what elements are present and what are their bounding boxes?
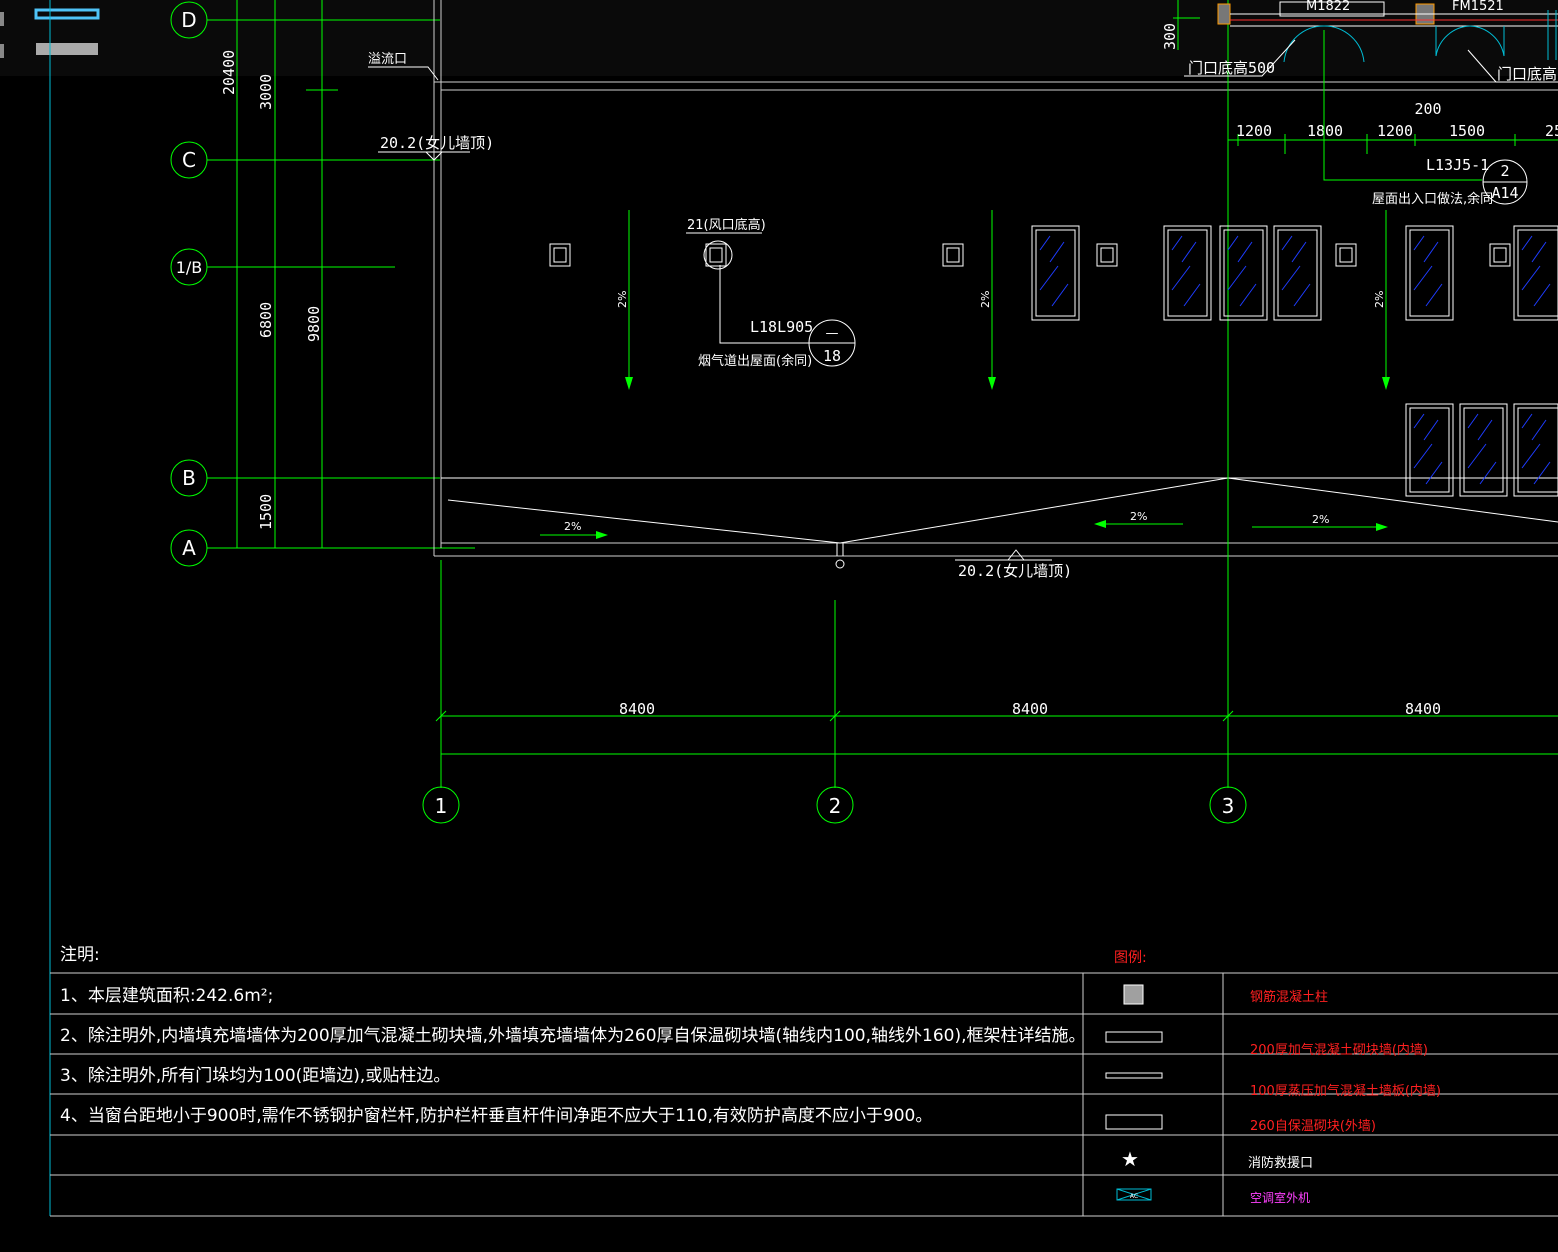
legend-item-rc-column: 钢筋混凝土柱 — [1250, 989, 1328, 1005]
slope-label-5: 2% — [1130, 510, 1147, 523]
layer-swatch-gray-icon[interactable] — [36, 43, 98, 55]
row-axis-bubbles: D C 1/B B A — [170, 1, 208, 567]
legend-item-wall-200: 200厚加气混凝土砌块墙(内墙) — [1250, 1042, 1428, 1058]
dim-6800: 6800 — [257, 302, 275, 338]
note-2: 2、除注明外,内墙填充墙墙体为200厚加气混凝土砌块墙,外墙填充墙墙体为260厚… — [60, 1026, 1086, 1046]
dim-3000: 3000 — [257, 74, 275, 110]
dim-seg-3: 1200 — [1377, 122, 1413, 140]
rc-column-symbol — [1123, 984, 1144, 1005]
annotations: 溢流口 20.2(女儿墙顶) 20.2(女儿墙顶) 21(风口底高) L18L9… — [368, 52, 1072, 580]
flue-ref-top: — — [826, 326, 839, 341]
axis-label-2: 2 — [829, 794, 842, 818]
skylight — [1513, 225, 1558, 321]
ac-unit-icon: AC — [1116, 1188, 1152, 1201]
dim-seg-1: 1200 — [1236, 122, 1272, 140]
skylights — [1031, 225, 1558, 497]
vertical-dimensions: 20400 3000 6800 1500 9800 — [220, 0, 338, 549]
skylight — [1031, 225, 1080, 321]
dim-1500: 1500 — [257, 494, 275, 530]
dim-9800: 9800 — [305, 306, 323, 342]
skylight — [1163, 225, 1212, 321]
slope-label-2: 2% — [979, 291, 992, 308]
skylight — [1219, 225, 1268, 321]
note-1: 1、本层建筑面积:242.6m²; — [60, 986, 273, 1006]
axis-bubble-B — [170, 459, 208, 497]
dim-20400: 20400 — [220, 50, 238, 95]
flue-vents — [549, 243, 1511, 267]
notes-legend-table: 注明: 图例: 1、本层建筑面积:242.6m²; 2、除注明外,内墙填充墙墙体… — [50, 945, 1558, 1217]
flue-note: 烟气道出屋面(余同) — [698, 353, 812, 369]
side-tab-icon[interactable] — [0, 12, 4, 26]
toolbar-strip — [0, 0, 1558, 76]
flue-ref-code: L18L905 — [750, 318, 813, 336]
dim-8400-1: 8400 — [619, 700, 655, 718]
parapet-top-label: 20.2(女儿墙顶) — [380, 134, 494, 152]
axis-label-3: 3 — [1222, 794, 1235, 818]
legend-item-fire-rescue: 消防救援口 — [1248, 1155, 1313, 1171]
slope-label-6: 2% — [1312, 513, 1329, 526]
door-sill-500: 门口底高500 — [1188, 59, 1275, 77]
slope-label-4: 2% — [564, 520, 581, 533]
wall-260-symbol — [1105, 1114, 1163, 1130]
axis-label-1: 1 — [435, 794, 448, 818]
building-outline — [433, 0, 1558, 557]
dim-200: 200 — [1414, 100, 1441, 118]
skylight — [1405, 403, 1454, 497]
legend-item-ac: 空调室外机 — [1250, 1190, 1310, 1205]
overflow-label: 溢流口 — [368, 52, 407, 67]
skylight — [1459, 403, 1508, 497]
axis-label-C: C — [182, 148, 196, 172]
layer-swatch-icon[interactable] — [34, 8, 100, 20]
flue-ref-num: 18 — [823, 347, 841, 365]
slope-arrows: 2% 2% 2% 2% 2% 2% — [540, 210, 1390, 539]
axis-bubble-D — [170, 1, 208, 39]
svg-text:AC: AC — [1130, 1193, 1138, 1200]
side-tab-icon-2[interactable] — [0, 44, 4, 58]
dim-8400-2: 8400 — [1012, 700, 1048, 718]
legend-item-wall-100: 100厚蒸压加气混凝土墙板(内墙) — [1250, 1083, 1441, 1099]
roof-exit-sheet: A14 — [1491, 184, 1518, 202]
parapet-bottom-label: 20.2(女儿墙顶) — [958, 562, 1072, 580]
dim-seg-2: 1800 — [1307, 122, 1343, 140]
axis-bubble-1B — [170, 248, 208, 286]
axis-label-D: D — [181, 8, 196, 32]
wall-200-symbol — [1105, 1031, 1163, 1043]
axis-bubble-C — [170, 141, 208, 179]
vent-height-label: 21(风口底高) — [687, 217, 766, 233]
skylight — [1513, 403, 1558, 497]
dim-300: 300 — [1161, 23, 1179, 50]
roof-exit-num: 2 — [1500, 162, 1509, 180]
skylight — [1273, 225, 1322, 321]
column-axis-lines — [435, 0, 1558, 788]
dim-seg-5: 25 — [1545, 122, 1558, 140]
note-4: 4、当窗台距地小于900时,需作不锈钢护窗栏杆,防护栏杆垂直杆件间净距不应大于1… — [60, 1106, 932, 1126]
roof-exit-area: 300 M1822 FM1521 门口底高500 门口底高60 200 1200… — [1161, 0, 1558, 207]
roof-exit-ref: L13J5-1 — [1426, 156, 1489, 174]
fire-rescue-star-icon: ★ — [1121, 1147, 1139, 1171]
legend-item-wall-260: 260自保温砌块(外墙) — [1250, 1119, 1376, 1134]
row-axis-lines — [207, 19, 475, 549]
roof-exit-note: 屋面出入口做法,余同 — [1372, 191, 1493, 207]
wall-100-symbol — [1105, 1072, 1163, 1079]
door-m1822: M1822 — [1306, 0, 1350, 14]
notes-title: 注明: — [60, 945, 100, 965]
door-sill-60: 门口底高60 — [1497, 65, 1558, 83]
note-3: 3、除注明外,所有门垛均为100(距墙边),或贴柱边。 — [60, 1066, 450, 1086]
dim-8400-3: 8400 — [1405, 700, 1441, 718]
slope-label-1: 2% — [616, 291, 629, 308]
axis-bubble-A — [170, 529, 208, 567]
door-fm1521: FM1521 — [1452, 0, 1504, 14]
slope-label-3: 2% — [1373, 291, 1386, 308]
axis-label-B: B — [182, 466, 196, 490]
dim-seg-4: 1500 — [1449, 122, 1485, 140]
legend-title: 图例: — [1114, 950, 1147, 966]
skylight — [1405, 225, 1454, 321]
axis-label-1B: 1/B — [176, 258, 203, 277]
column-axis-bubbles: 1 2 3 — [422, 786, 1247, 824]
axis-label-A: A — [182, 536, 196, 560]
